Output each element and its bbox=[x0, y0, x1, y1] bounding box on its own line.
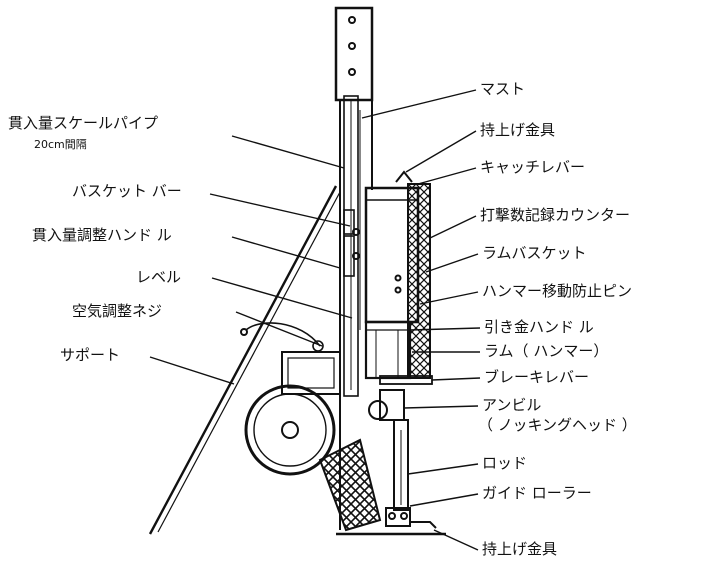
label-penetration-scale-note: 20cm間隔 bbox=[34, 138, 87, 151]
label-penetration-adjust-handle: 貫入量調整ハンド ル bbox=[32, 226, 172, 244]
mast bbox=[334, 6, 374, 102]
label-catch-lever: キャッチレバー bbox=[480, 158, 586, 176]
rod bbox=[393, 419, 409, 511]
label-lifting-bracket-top: 持上げ金具 bbox=[480, 121, 556, 139]
label-lifting-bracket-bottom: 持上げ金具 bbox=[482, 540, 558, 558]
guide-roller bbox=[385, 507, 411, 527]
net-bag bbox=[318, 438, 382, 532]
label-trigger-handle: 引き金ハンド ル bbox=[484, 318, 594, 336]
label-brake-lever: ブレーキレバー bbox=[484, 368, 590, 386]
label-air-adjust-screw: 空気調整ネジ bbox=[72, 302, 163, 320]
label-basket-bar: バスケット バー bbox=[72, 182, 182, 200]
label-support: サポート bbox=[60, 346, 121, 364]
label-blow-counter: 打撃数記録カウンター bbox=[480, 206, 631, 224]
anvil bbox=[379, 389, 405, 421]
label-penetration-scale-pipe: 貫入量スケールパイプ bbox=[8, 114, 159, 132]
label-anvil: アンビル bbox=[482, 396, 542, 414]
anvil-wheel bbox=[368, 400, 388, 420]
blow-counter bbox=[407, 183, 431, 379]
label-hammer-stop-pin: ハンマー移動防止ピン bbox=[482, 282, 633, 300]
support-pole bbox=[148, 185, 338, 535]
label-level: レベル bbox=[136, 268, 182, 286]
label-knocking-head: （ ノッキングヘッド ） bbox=[478, 416, 637, 434]
engine bbox=[281, 351, 341, 395]
ram-hammer bbox=[364, 320, 412, 380]
label-rod: ロッド bbox=[482, 454, 528, 472]
label-ram-hammer: ラム（ ハンマー） bbox=[484, 342, 609, 360]
label-ram-basket: ラムバスケット bbox=[482, 244, 587, 262]
label-guide-roller: ガイド ローラー bbox=[482, 484, 592, 502]
wheel bbox=[244, 384, 336, 476]
label-mast: マスト bbox=[480, 80, 526, 98]
